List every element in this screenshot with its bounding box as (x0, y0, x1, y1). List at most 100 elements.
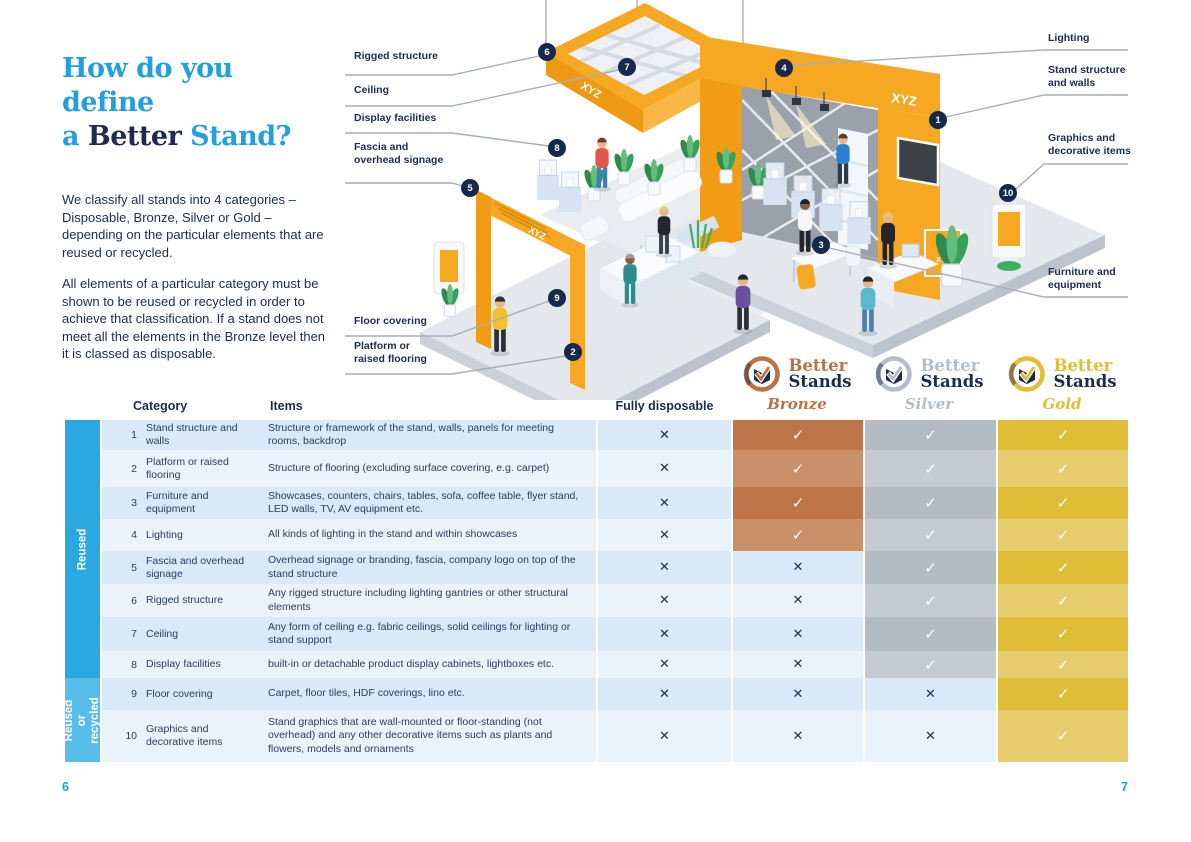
cell-gold: ✓ (998, 710, 1128, 762)
number-badge: 3 (812, 236, 830, 254)
entrance-portal: XYZ (476, 190, 585, 390)
cell-fully-disposable: ✕ (598, 420, 731, 450)
tier-brand-top: Better (920, 356, 980, 375)
callout-label: Stand structure and walls (1048, 64, 1126, 89)
stand-illustration: XYZ XYZ XYZ (345, 0, 1128, 400)
cell-bronze: ✓ (733, 519, 863, 551)
cross-icon: ✕ (792, 593, 804, 608)
row-items: Any rigged structure including lighting … (268, 587, 568, 613)
cell-silver: ✕ (865, 678, 996, 710)
row-items: Any form of ceiling e.g. fabric ceilings… (268, 620, 571, 647)
cross-icon: ✕ (925, 686, 936, 702)
cross-icon: ✕ (659, 593, 670, 608)
row-items: Carpet, floor tiles, HDF coverings, lino… (268, 687, 465, 700)
cell-gold: ✓ (998, 519, 1128, 551)
cell-silver: ✓ (865, 617, 996, 651)
row-group-reused: Reused (65, 420, 100, 678)
cross-icon: ✕ (659, 461, 670, 476)
check-icon: ✓ (1056, 625, 1070, 643)
cell-bronze: ✕ (733, 678, 863, 710)
person-figure (490, 296, 510, 357)
callout-label: Display facilities (354, 112, 437, 124)
cell-bronze: ✕ (733, 617, 863, 651)
cell-silver: ✓ (865, 519, 996, 551)
column-header-items: Items (270, 399, 303, 413)
row-number: 7 (131, 628, 137, 640)
cross-icon: ✕ (659, 560, 670, 575)
cell-bronze: ✓ (733, 420, 863, 450)
check-icon: ✓ (924, 558, 937, 577)
cell-fully-disposable: ✕ (598, 651, 731, 678)
row-number: 10 (125, 730, 137, 742)
cell-bronze: ✕ (733, 651, 863, 678)
cell-bronze: ✕ (733, 710, 863, 762)
cell-bronze: ✓ (733, 450, 863, 487)
cell-gold: ✓ (998, 487, 1128, 519)
check-icon: ✓ (924, 591, 937, 610)
person-figure (879, 212, 897, 269)
number-badge: 1 (929, 111, 947, 129)
row-number: 1 (131, 429, 137, 441)
row-items: Overhead signage or branding, fascia, co… (268, 554, 576, 580)
callout-label: Ceiling (354, 84, 390, 96)
callout-label: Graphics and decorative items (1048, 132, 1131, 157)
check-icon: ✓ (791, 459, 805, 478)
callout-label: Rigged structure (354, 50, 439, 62)
check-icon: ✓ (1056, 459, 1070, 478)
cell-bronze: ✕ (733, 551, 863, 584)
intro-paragraph-1: We classify all stands into 4 categories… (62, 192, 324, 260)
number-badge: 5 (461, 179, 479, 197)
tier-brand-top: Better (788, 356, 848, 375)
page-title: How do you define a Better Stand? (62, 53, 291, 152)
row-category: Fascia and overhead signage (146, 554, 245, 580)
row-category: Platform or raised flooring (146, 455, 229, 481)
check-icon: ✓ (791, 526, 805, 544)
row-category: Stand structure and walls (146, 422, 238, 447)
cell-gold: ✓ (998, 678, 1128, 710)
cross-icon: ✕ (792, 728, 804, 744)
meeting-desk (788, 241, 861, 290)
row-number: 6 (131, 594, 137, 607)
cross-icon: ✕ (925, 728, 936, 744)
row-items: All kinds of lighting in the stand and w… (268, 528, 518, 541)
display-case (536, 159, 560, 200)
tier-brand-top: Better (1053, 356, 1113, 375)
person-figure (796, 199, 814, 256)
cross-icon: ✕ (659, 495, 670, 511)
potted-plant (680, 135, 700, 172)
person-figure (621, 253, 639, 308)
cell-gold: ✓ (998, 584, 1128, 617)
display-case (763, 162, 787, 205)
row-items: Showcases, counters, chairs, tables, sof… (268, 489, 579, 516)
number-badge: 9 (548, 289, 566, 307)
cross-icon: ✕ (659, 527, 670, 543)
tier-name: Silver (904, 395, 954, 413)
ceiling-frame: XYZ (546, 3, 743, 133)
tier-brand-bottom: Stands (788, 372, 852, 391)
potted-plant (748, 163, 768, 200)
cross-icon: ✕ (792, 657, 804, 672)
table-row: 5 Fascia and overhead signage Overhead sig… (102, 551, 1128, 584)
tier-name: Gold (1042, 395, 1082, 413)
display-case (558, 171, 582, 212)
page-number-right: 7 (1121, 780, 1128, 794)
row-number: 2 (131, 462, 137, 475)
better-stands-mark-icon (744, 356, 781, 392)
potted-plant (935, 225, 969, 288)
check-icon: ✓ (1056, 655, 1070, 674)
row-number: 5 (131, 561, 137, 574)
cell-gold: ✓ (998, 617, 1128, 651)
column-header-category: Category (133, 399, 188, 413)
check-icon: ✓ (924, 426, 937, 444)
display-case (819, 188, 843, 231)
row-category: Floor covering (146, 687, 213, 700)
check-icon: ✓ (924, 494, 937, 512)
callout-label: Platform or raised flooring (354, 340, 427, 365)
check-icon: ✓ (791, 494, 805, 512)
